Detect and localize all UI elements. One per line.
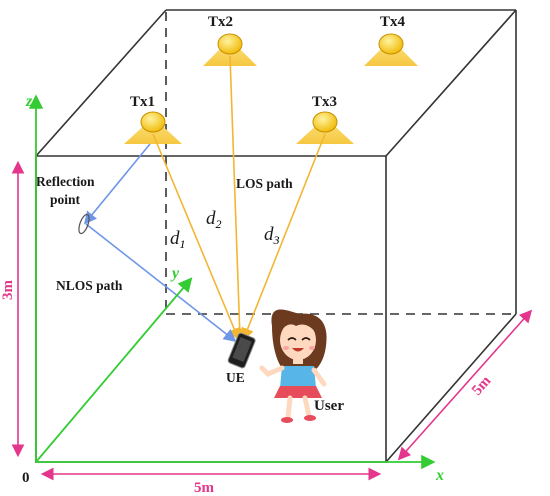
tx4-lamp (364, 33, 418, 66)
tx1-label: Tx1 (130, 94, 155, 110)
ue-label: UE (226, 370, 245, 385)
ue-phone-icon (227, 332, 256, 369)
distance-d3-label: d3 (264, 224, 280, 247)
dimension-lines (11, 160, 533, 481)
user-label: User (314, 398, 344, 414)
distance-d2-label: d2 (206, 208, 222, 231)
tx3-lamp (296, 111, 354, 144)
height-dimension-label: 3m (0, 280, 16, 301)
nlos-ray-to-reflection (83, 143, 151, 225)
tx4-label: Tx4 (380, 14, 406, 30)
room-front-face (35, 155, 387, 463)
tx3-label: Tx3 (312, 94, 337, 110)
tx1-bulb-icon (140, 111, 166, 133)
room-top-right-edge (385, 9, 517, 157)
tx2-lamp (203, 33, 257, 66)
nlos-path-label: NLOS path (56, 278, 123, 293)
nlos-path (83, 143, 237, 342)
tx1-lamp (124, 111, 182, 144)
user-girl-icon (259, 309, 327, 423)
z-axis-label: z (25, 93, 33, 110)
tx4-bulb-icon (378, 33, 404, 55)
tx3-bulb-icon (312, 111, 338, 133)
tx2-label: Tx2 (208, 14, 233, 30)
ray-d1 (152, 133, 241, 341)
ray-d2 (229, 55, 247, 342)
ray-d3 (241, 133, 326, 341)
nlos-ray-to-ue (85, 223, 237, 342)
los-rays (152, 55, 326, 342)
width-dimension-label: 5m (194, 480, 215, 496)
reflection-label-line1: Reflection (36, 174, 95, 189)
origin-label: 0 (22, 470, 30, 486)
distance-d1-label: d1 (170, 228, 186, 251)
coordinate-axes (28, 94, 436, 470)
reflection-point-marker (78, 213, 90, 235)
x-axis-label: x (435, 467, 444, 484)
los-path-label: LOS path (236, 176, 293, 191)
room-top-left-edge (35, 9, 167, 157)
tx2-bulb-icon (217, 33, 243, 55)
room-bottom-right-edge (385, 313, 517, 463)
depth-dimension (397, 309, 533, 461)
y-axis (35, 277, 193, 463)
reflection-label-line2: point (50, 192, 81, 207)
y-axis-label: y (170, 265, 180, 282)
